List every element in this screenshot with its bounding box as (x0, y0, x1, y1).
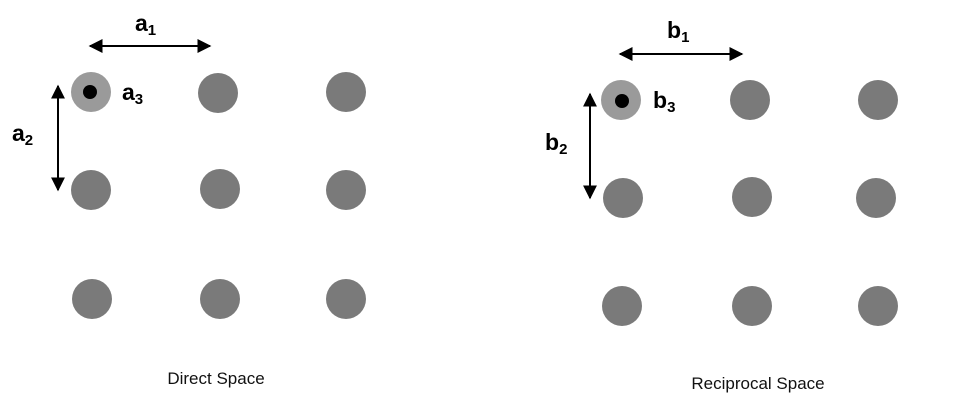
a2-label: a2 (12, 120, 33, 149)
a1-label: a1 (135, 10, 156, 39)
a3-label: a3 (122, 79, 143, 108)
b2-label: b2 (545, 129, 567, 158)
direct-lattice-points (71, 72, 366, 319)
direct-origin-dot (83, 85, 97, 99)
lattice-point (732, 177, 772, 217)
lattice-point (732, 286, 772, 326)
b3-label: b3 (653, 87, 675, 116)
lattice-point (198, 73, 238, 113)
reciprocal-space-panel: b1 b2 b3 Reciprocal Space (545, 17, 898, 393)
lattice-point (326, 72, 366, 112)
lattice-point (856, 178, 896, 218)
b1-label: b1 (667, 17, 689, 46)
direct-space-panel: a1 a2 a3 Direct Space (12, 10, 366, 388)
lattice-point (730, 80, 770, 120)
lattice-point (326, 170, 366, 210)
lattice-point (200, 279, 240, 319)
lattice-point (326, 279, 366, 319)
lattice-point (200, 169, 240, 209)
direct-space-caption: Direct Space (167, 369, 264, 388)
lattice-point (71, 170, 111, 210)
lattice-point (602, 286, 642, 326)
reciprocal-origin-dot (615, 94, 629, 108)
lattice-point (858, 286, 898, 326)
lattice-point (858, 80, 898, 120)
lattice-point (72, 279, 112, 319)
reciprocal-space-caption: Reciprocal Space (691, 374, 824, 393)
lattice-point (603, 178, 643, 218)
reciprocal-lattice-points (601, 80, 898, 326)
